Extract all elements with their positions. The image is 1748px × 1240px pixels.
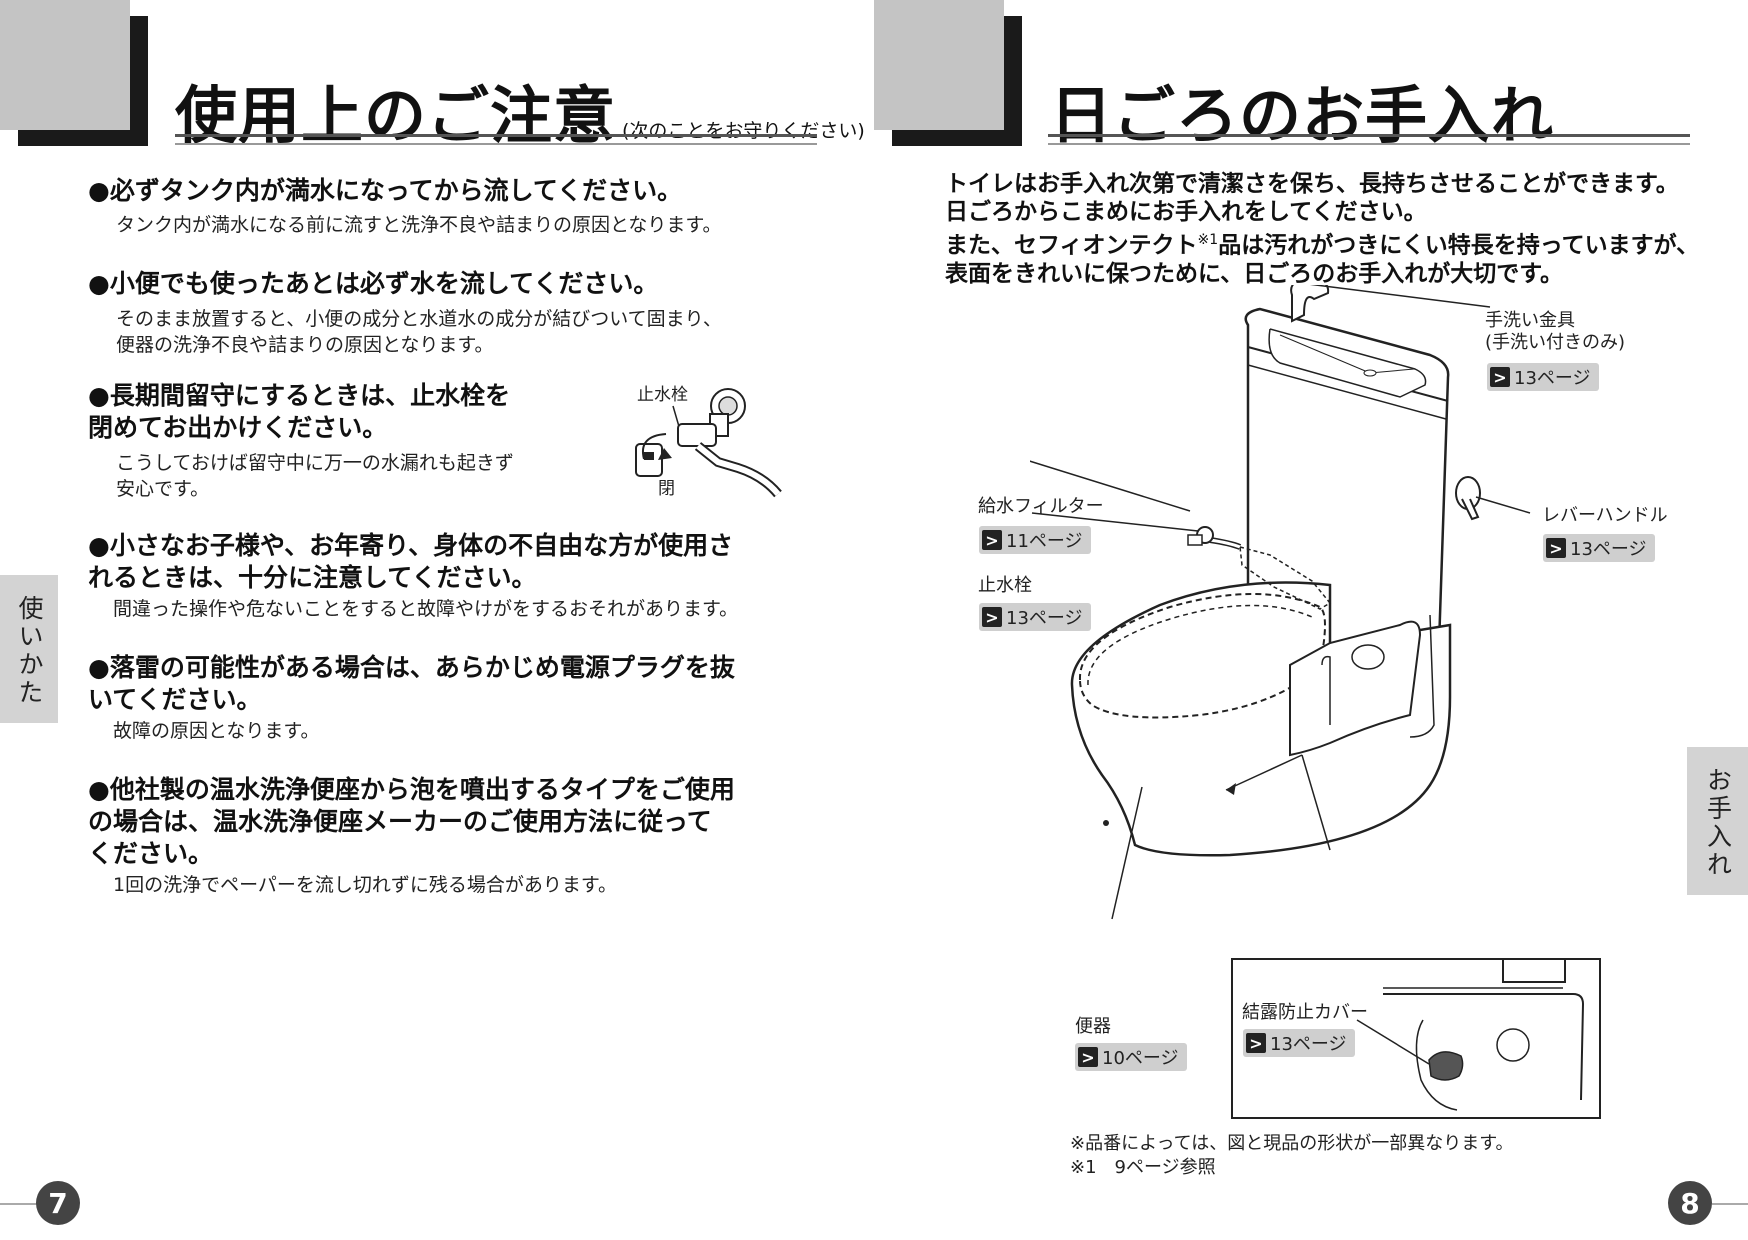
arrow-right-icon: > xyxy=(1078,1047,1098,1067)
filter-ref-link[interactable]: >11ページ xyxy=(979,526,1091,554)
left-page-line xyxy=(0,1203,38,1205)
left-title-rule-thin xyxy=(175,143,817,145)
faucet-label: 手洗い金具 xyxy=(1485,310,1575,331)
right-side-tab: お手入れ xyxy=(1687,747,1748,895)
lever-ref-link[interactable]: >13ページ xyxy=(1543,534,1655,562)
left-page-number: 7 xyxy=(36,1181,80,1225)
cover-label: 結露防止カバー xyxy=(1242,1002,1368,1023)
note-3-heading: ●長期間留守にするときは、止水栓を 閉めてお出かけください。 xyxy=(88,381,511,442)
bowl-label: 便器 xyxy=(1075,1016,1111,1037)
note-1-body: タンク内が満水になる前に流すと洗浄不良や詰まりの原因となります。 xyxy=(116,214,722,236)
condensation-cover-inset xyxy=(1231,958,1601,1119)
intro-line-2: 日ごろからこまめにお手入れをしてください。 xyxy=(945,199,1427,225)
filter-label: 給水フィルター xyxy=(978,496,1104,517)
left-side-tab: 使いかた xyxy=(0,575,58,723)
note-3-body: こうしておけば留守中に万一の水漏れも起きず 安心です。 xyxy=(116,452,514,500)
stop-valve-illustration xyxy=(635,388,782,498)
intro-text: トイレはお手入れ次第で清潔さを保ち、長持ちさせることができます。 日ごろからこま… xyxy=(945,170,1705,288)
note-2-heading: ●小便でも使ったあとは必ず水を流してください。 xyxy=(88,269,659,298)
intro-line-4: 表面をきれいに保つために、日ごろのお手入れが大切です。 xyxy=(945,260,1564,287)
valve-label: 止水栓 xyxy=(978,575,1032,596)
left-title-block-gray xyxy=(0,0,130,130)
faucet-note: (手洗い付きのみ) xyxy=(1485,332,1626,353)
right-title-rule xyxy=(1048,134,1690,137)
arrow-right-icon: > xyxy=(1546,538,1566,558)
bowl-ref-link[interactable]: >10ページ xyxy=(1075,1043,1187,1071)
note-2-body: そのまま放置すると、小便の成分と水道水の成分が結びついて固まり、 便器の洗浄不良… xyxy=(116,308,722,356)
footnote-2: ※1 9ページ参照 xyxy=(1070,1157,1216,1178)
right-title-block-gray xyxy=(874,0,1004,130)
arrow-right-icon: > xyxy=(1490,367,1510,387)
lever-label: レバーハンドル xyxy=(1542,505,1668,526)
cover-ref-link[interactable]: >13ページ xyxy=(1243,1029,1355,1057)
intro-line-3: また、セフィオンテクト※1品は汚れがつきにくい特長を持っていますが、 xyxy=(945,232,1700,259)
note-5-heading: ●落雷の可能性がある場合は、あらかじめ電源プラグを抜 いてください。 xyxy=(88,653,735,714)
footnote-1: ※品番によっては、図と現品の形状が一部異なります。 xyxy=(1070,1133,1514,1154)
arrow-right-icon: > xyxy=(982,530,1002,550)
valve-ref-link[interactable]: >13ページ xyxy=(979,603,1091,631)
right-page-title: 日ごろのお手入れ xyxy=(1050,79,1555,152)
right-title-rule-thin xyxy=(1048,143,1690,145)
note-6-heading: ●他社製の温水洗浄便座から泡を噴出するタイプをご使用 の場合は、温水洗浄便座メー… xyxy=(88,775,735,868)
condensation-cover-detail xyxy=(1356,960,1585,1111)
valve-close-label: 閉 xyxy=(658,479,675,499)
left-page-title: 使用上のご注意(次のことをお守りください) xyxy=(175,79,865,152)
intro-line-1: トイレはお手入れ次第で清潔さを保ち、長持ちさせることができます。 xyxy=(945,171,1679,197)
left-title-rule xyxy=(175,134,817,137)
note-5-body: 故障の原因となります。 xyxy=(113,720,320,742)
valve-figure-label: 止水栓 xyxy=(637,385,688,405)
arrow-right-icon: > xyxy=(982,607,1002,627)
note-4-heading: ●小さなお子様や、お年寄り、身体の不自由な方が使用さ れるときは、十分に注意して… xyxy=(88,531,734,592)
note-1-heading: ●必ずタンク内が満水になってから流してください。 xyxy=(88,176,683,205)
toilet-illustration xyxy=(1030,285,1531,920)
right-page-line xyxy=(1712,1203,1748,1205)
left-page-subtitle: (次のことをお守りください) xyxy=(622,120,865,142)
note-4-body: 間違った操作や危ないことをすると故障やけがをするおそれがあります。 xyxy=(113,598,739,620)
arrow-right-icon: > xyxy=(1246,1033,1266,1053)
footnote-ref-1: ※1 xyxy=(1197,232,1219,248)
faucet-ref-link[interactable]: >13ページ xyxy=(1487,363,1599,391)
note-6-body: 1回の洗浄でペーパーを流し切れずに残る場合があります。 xyxy=(113,874,617,896)
right-page-number: 8 xyxy=(1668,1181,1712,1225)
